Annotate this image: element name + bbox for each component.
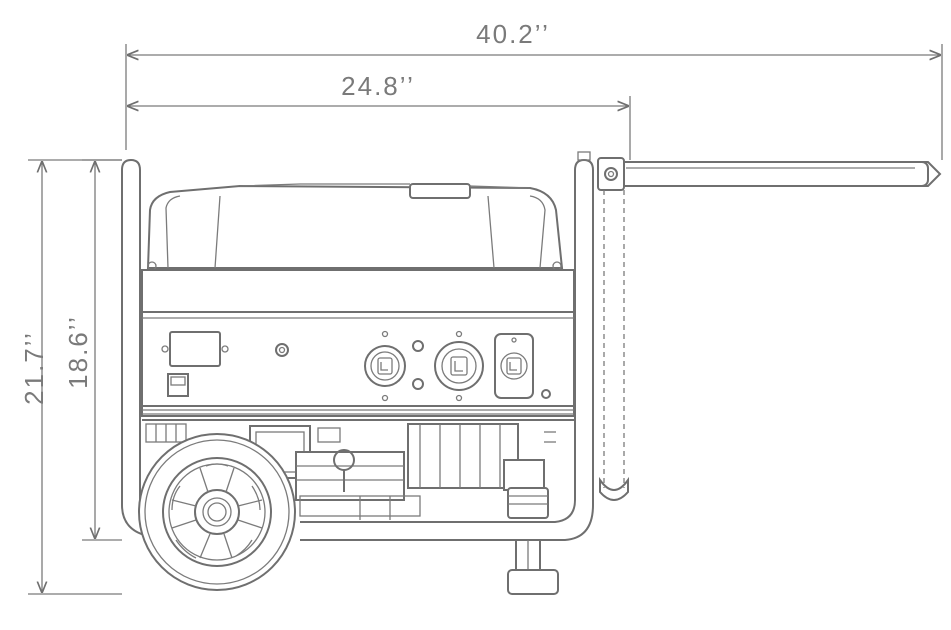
engine [145, 423, 556, 520]
handle [597, 157, 942, 501]
overall-height-label: 21.7’’ [19, 331, 49, 405]
dimension-frame-height: 18.6’’ [63, 159, 122, 541]
frame-height-label: 18.6’’ [63, 315, 93, 389]
wheel [138, 433, 296, 591]
dimension-body-length: 24.8’’ [128, 71, 631, 160]
support-foot [507, 487, 559, 595]
breaker-button [275, 343, 289, 357]
body-length-label: 24.8’’ [341, 71, 415, 101]
dimension-overall-height: 21.7’’ [19, 159, 122, 595]
outlet-twist-lock-large [434, 330, 484, 402]
dimension-overall-length: 40.2’’ [125, 19, 943, 160]
overall-length-label: 40.2’’ [476, 19, 550, 49]
outlet-twist-lock-small [364, 330, 406, 402]
control-panel [141, 269, 575, 421]
outlet-duplex [494, 333, 534, 399]
hour-meter [169, 331, 221, 367]
fuel-tank [146, 183, 564, 271]
